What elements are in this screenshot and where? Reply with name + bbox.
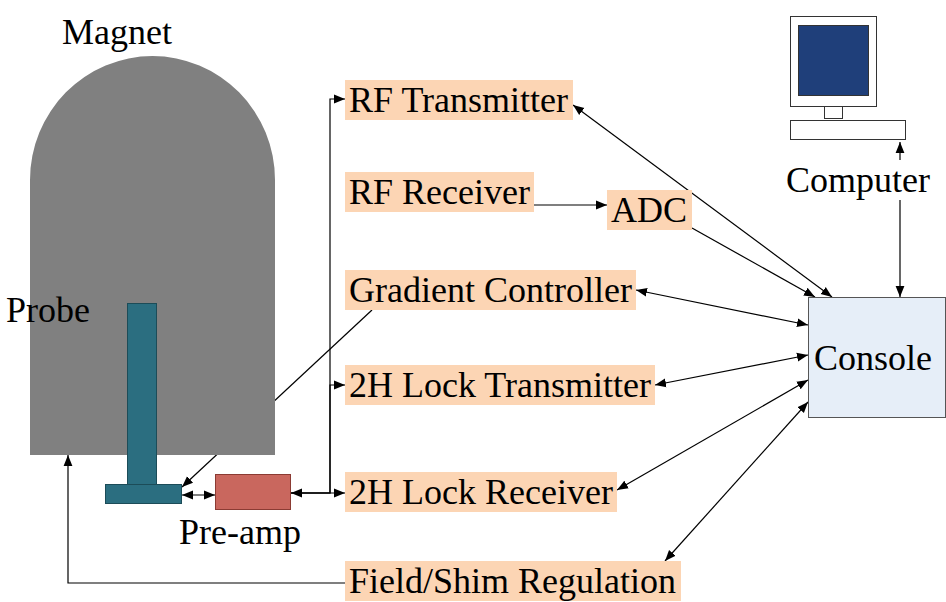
node-label: Magnet — [62, 12, 172, 52]
node-label: Console — [809, 338, 932, 378]
connector — [655, 355, 808, 385]
module-box: RF Receiver — [345, 172, 534, 212]
module-box: Gradient Controller — [345, 270, 636, 310]
module-box: 2H Lock Transmitter — [345, 365, 655, 405]
probe-body — [105, 303, 182, 504]
connector — [534, 204, 607, 205]
computer-icon — [788, 14, 908, 142]
node-label: RF Receiver — [345, 172, 534, 212]
computer: Computer — [780, 14, 946, 204]
node-label: ADC — [607, 190, 691, 230]
node-label: RF Transmitter — [345, 80, 572, 120]
connector — [291, 385, 345, 493]
connector — [68, 455, 345, 583]
node-label: 2H Lock Transmitter — [345, 365, 655, 405]
module-box: 2H Lock Receiver — [345, 472, 617, 512]
connector — [182, 494, 215, 495]
module-box: RF Transmitter — [345, 80, 573, 120]
module-box: ADC — [607, 190, 692, 230]
node-label: 2H Lock Receiver — [345, 472, 617, 512]
probe: Probe — [6, 288, 182, 504]
module-box: Field/Shim Regulation — [345, 561, 681, 601]
connector — [665, 402, 808, 561]
node-label: Pre-amp — [175, 512, 305, 552]
connector — [636, 290, 808, 325]
node-label: Probe — [6, 290, 90, 330]
preamp-body — [215, 474, 291, 510]
node-label: Computer — [784, 160, 932, 200]
connector — [291, 99, 345, 493]
preamp-box: Pre-amp — [175, 474, 305, 554]
console-box: Console — [808, 297, 946, 418]
node-label: Field/Shim Regulation — [345, 561, 680, 601]
node-label: Gradient Controller — [345, 270, 636, 310]
